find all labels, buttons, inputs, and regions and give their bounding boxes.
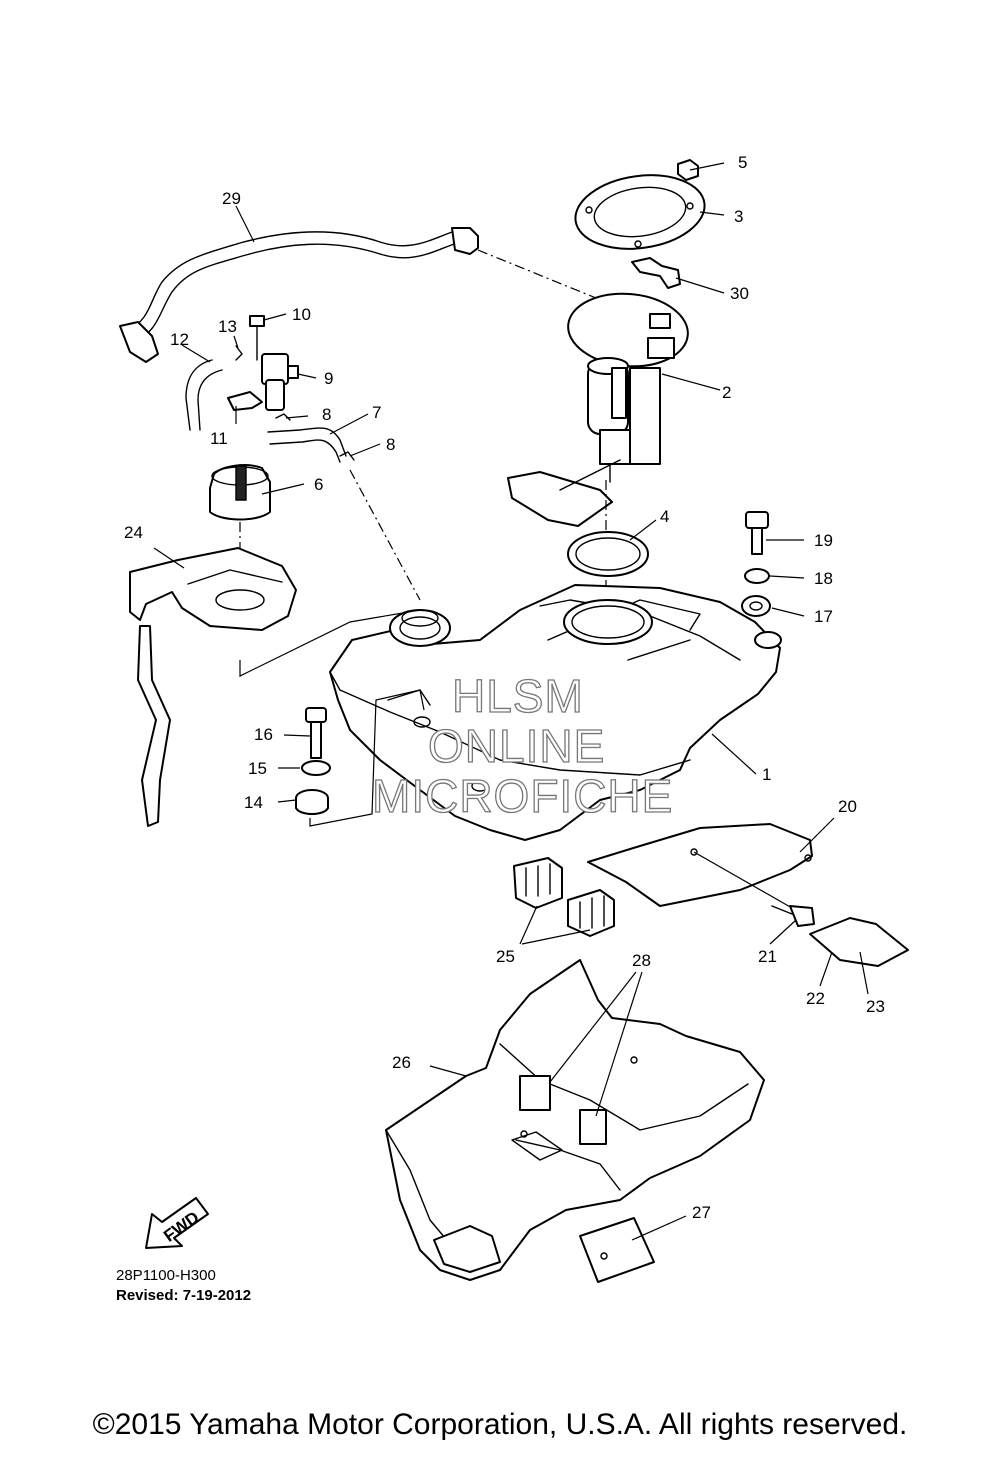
callout-22: 22 [806, 989, 825, 1008]
callout-15: 15 [248, 759, 267, 778]
callout-leaders [153, 162, 869, 1241]
callout-27: 27 [692, 1203, 711, 1222]
part-25-dampers [513, 857, 615, 937]
part-2-fuel-pump [507, 292, 689, 527]
callout-14: 14 [244, 793, 263, 812]
callout-4: 4 [660, 507, 669, 526]
part-16-bolt [305, 707, 327, 759]
callout-18: 18 [814, 569, 833, 588]
part-17-damper [741, 595, 771, 617]
watermark-line-2: ONLINE [428, 720, 605, 772]
callout-30: 30 [730, 284, 749, 303]
part-13-clip [235, 345, 243, 361]
part-24-filler-tray [129, 547, 297, 827]
part-6-fuel-cap [209, 464, 271, 521]
callout-29: 29 [222, 189, 241, 208]
callout-2: 2 [722, 383, 731, 402]
part-29-vent-hose [119, 227, 479, 363]
leader-25 [519, 905, 538, 945]
callout-6: 6 [314, 475, 323, 494]
callout-28: 28 [632, 951, 651, 970]
part-30-clip [631, 257, 681, 289]
part-5-nut [677, 159, 699, 181]
callout-26: 26 [392, 1053, 411, 1072]
part-1-fuel-tank [329, 584, 782, 841]
callout-9: 9 [324, 369, 333, 388]
part-11-bracket [227, 391, 263, 411]
part-8-clamps [275, 413, 355, 461]
part-18-collar [744, 568, 770, 584]
fwd-arrow-icon: FWD [145, 1197, 209, 1249]
callout-24: 24 [124, 523, 143, 542]
part-19-bolt [745, 511, 769, 555]
part-21-bolt [771, 905, 815, 927]
copyright-footer: ©2015 Yamaha Motor Corporation, U.S.A. A… [92, 1408, 908, 1441]
part-14-damper [295, 789, 329, 815]
part-3-plate [574, 174, 706, 250]
revised-date: Revised: 7-19-2012 [116, 1287, 252, 1304]
callout-25: 25 [496, 947, 515, 966]
callout-10: 10 [292, 305, 311, 324]
callout-20: 20 [838, 797, 857, 816]
part-22-plate [809, 917, 909, 967]
leader-14-bracket [309, 689, 425, 827]
part-10-bolt [249, 315, 265, 361]
part-4-gasket [567, 531, 649, 577]
callout-19: 19 [814, 531, 833, 550]
callout-17: 17 [814, 607, 833, 626]
callout-3: 3 [734, 207, 743, 226]
callout-5: 5 [738, 153, 747, 172]
callout-13: 13 [218, 317, 237, 336]
callout-23: 23 [866, 997, 885, 1016]
callout-21: 21 [758, 947, 777, 966]
watermark-line-3: MICROFICHE [372, 770, 673, 822]
part-26-under-tray [385, 959, 765, 1281]
part-9-valve [261, 353, 299, 411]
part-7-hose [267, 427, 347, 463]
leader-24-bracket [239, 609, 421, 677]
leader-25b [521, 929, 591, 945]
callout-7: 7 [372, 403, 381, 422]
callout-8a: 8 [322, 405, 331, 424]
part-12-hose [185, 359, 223, 431]
callout-12: 12 [170, 330, 189, 349]
part-27-sheet [579, 1217, 655, 1283]
leader-20-21 [693, 851, 793, 909]
callout-8b: 8 [386, 435, 395, 454]
callout-numbers: 1 2 3 4 5 6 7 8 8 9 10 11 12 13 14 15 16… [124, 153, 885, 1222]
diagram-code: 28P1100-H300 [116, 1267, 216, 1284]
callout-11: 11 [210, 429, 228, 448]
watermark: HLSM ONLINE MICROFICHE [371, 669, 673, 822]
part-20-guard [587, 823, 813, 907]
axis-hose [349, 469, 421, 601]
watermark-line-1: HLSM [452, 670, 584, 722]
callout-1: 1 [762, 765, 771, 784]
part-15-collar [301, 760, 331, 776]
callout-16: 16 [254, 725, 273, 744]
